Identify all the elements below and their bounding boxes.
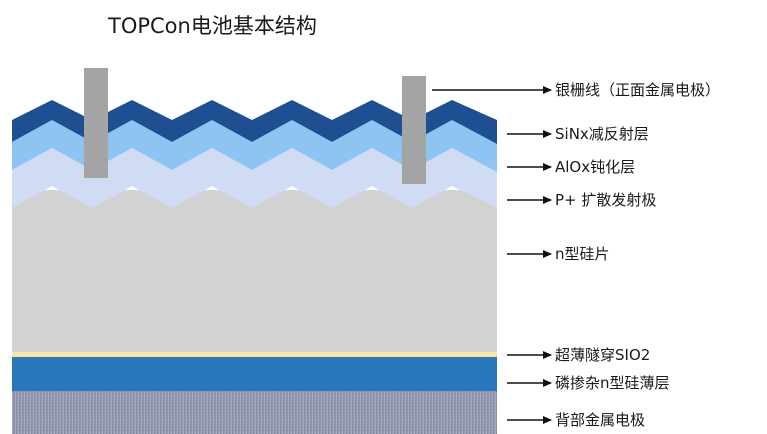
phosphorus-doped-n-layer [12,357,497,391]
sinx-antireflection-layer [12,100,497,144]
alox-passivation-layer [12,120,497,172]
silver-finger-right [402,76,426,184]
label-sio2: 超薄隧穿SIO2 [555,346,651,364]
p-plus-emitter-layer [12,148,497,208]
tunnel-sio2-layer [12,352,497,357]
label-p-emitter: P+ 扩散发射极 [555,191,657,209]
back-metal-electrode [12,391,497,434]
n-type-wafer [12,190,497,352]
diagram-title: TOPCon电池基本结构 [108,14,317,38]
label-back-metal: 背部金属电极 [555,411,646,429]
label-n-layer: 磷掺杂n型硅薄层 [555,374,670,392]
label-silver-finger: 银栅线（正面金属电极） [555,81,721,99]
label-sinx: SiNx减反射层 [555,125,649,143]
label-alox: AlOx钝化层 [555,158,636,176]
silver-finger-left [84,68,108,178]
label-wafer: n型硅片 [555,245,610,263]
